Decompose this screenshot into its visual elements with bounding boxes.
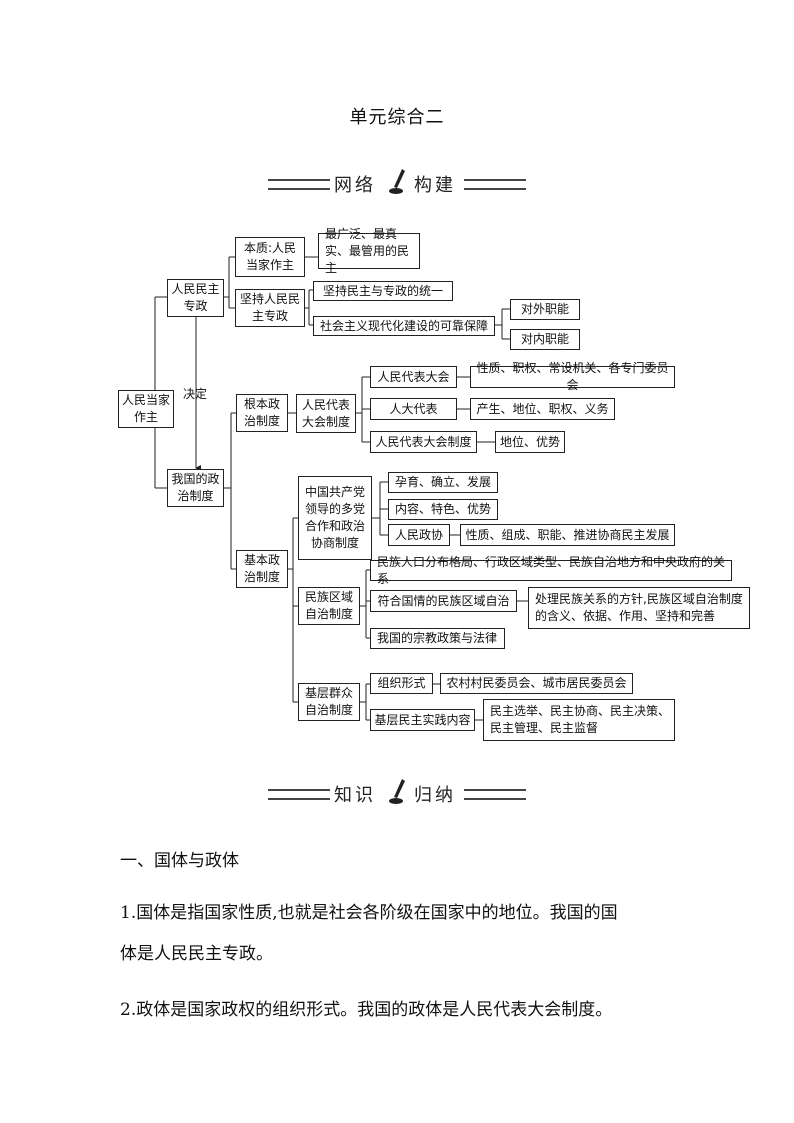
node-unity: 坚持民主与专政的统一 xyxy=(313,281,453,301)
node-org-form-props: 农村村民委员会、城市居民委员会 xyxy=(440,673,633,694)
section-banner-knowledge: 知识 归纳 xyxy=(268,779,526,806)
node-practice-props: 民主选举、民主协商、民主决策、民主管理、民主监督 xyxy=(483,699,675,741)
node-religion-policy: 我国的宗教政策与法律 xyxy=(370,628,505,649)
node-cppcc: 人民政协 xyxy=(388,524,450,546)
node-guarantee: 社会主义现代化建设的可靠保障 xyxy=(313,316,495,336)
node-npc-system-2: 人民代表大会制度 xyxy=(370,431,477,453)
ink-pen-icon xyxy=(389,779,405,804)
node-uphold: 坚持人民民主专政 xyxy=(235,289,305,327)
paragraph-1-line-2: 体是人民民主专政。 xyxy=(120,944,273,964)
node-political-system: 我国的政治制度 xyxy=(167,469,224,507)
node-practice: 基层民主实践内容 xyxy=(370,709,475,731)
node-dictatorship: 人民民主专政 xyxy=(167,279,224,317)
banner-rule-left xyxy=(268,789,330,800)
node-org-form: 组织形式 xyxy=(370,673,433,694)
node-external: 对外职能 xyxy=(510,299,580,320)
node-npc-system: 人民代表大会制度 xyxy=(296,394,356,433)
banner-rule-right xyxy=(464,179,526,190)
node-regional-fit-props: 处理民族关系的方针,民族区域自治制度的含义、依据、作用、坚持和完善 xyxy=(528,587,750,629)
node-essence: 本质:人民当家作主 xyxy=(235,237,305,277)
node-root: 人民当家作主 xyxy=(118,390,174,428)
node-grassroots: 基层群众自治制度 xyxy=(298,683,360,721)
node-basic: 基本政治制度 xyxy=(236,550,288,588)
diagram-connectors xyxy=(154,256,528,721)
node-deputies-props: 产生、地位、职权、义务 xyxy=(470,398,615,420)
section-heading: 一、国体与政体 xyxy=(120,851,239,871)
node-npc: 人民代表大会 xyxy=(370,366,457,388)
node-regional-pattern: 民族人口分布格局、行政区域类型、民族自治地方和中央政府的关系 xyxy=(370,555,732,586)
node-cpc-features: 内容、特色、优势 xyxy=(388,499,498,520)
node-npc-system-2-props: 地位、优势 xyxy=(495,431,565,453)
node-internal: 对内职能 xyxy=(510,329,580,350)
node-regional-fit: 符合国情的民族区域自治 xyxy=(370,590,517,612)
node-cpc-cooperation: 中国共产党领导的多党合作和政治协商制度 xyxy=(298,476,372,560)
page-title: 单元综合二 xyxy=(349,107,445,128)
banner-word-right: 归纳 xyxy=(414,785,456,806)
node-deputies: 人大代表 xyxy=(370,398,457,420)
node-cppcc-props: 性质、组成、职能、推进协商民主发展 xyxy=(460,524,675,546)
node-regional-autonomy: 民族区域自治制度 xyxy=(298,587,360,625)
decide-label: 决定 xyxy=(183,387,208,401)
node-cpc-history: 孕育、确立、发展 xyxy=(388,472,498,493)
node-npc-props: 性质、职权、常设机关、各专门委员会 xyxy=(470,361,675,392)
banner-word-left: 知识 xyxy=(334,785,376,806)
node-broadest: 最广泛、最真实、最管用的民主 xyxy=(318,227,420,275)
banner-rule-left xyxy=(268,179,330,190)
paragraph-1-line-1: 1.国体是指国家性质,也就是社会各阶级在国家中的地位。我国的国 xyxy=(120,903,618,923)
banner-word-right: 构建 xyxy=(414,175,456,196)
banner-word-left: 网络 xyxy=(334,175,376,196)
ink-pen-icon xyxy=(389,169,405,194)
section-banner-network: 网络 构建 xyxy=(268,169,526,196)
node-fundamental: 根本政治制度 xyxy=(236,394,288,432)
banner-rule-right xyxy=(464,789,526,800)
paragraph-2: 2.政体是国家政权的组织形式。我国的政体是人民代表大会制度。 xyxy=(120,1000,613,1020)
